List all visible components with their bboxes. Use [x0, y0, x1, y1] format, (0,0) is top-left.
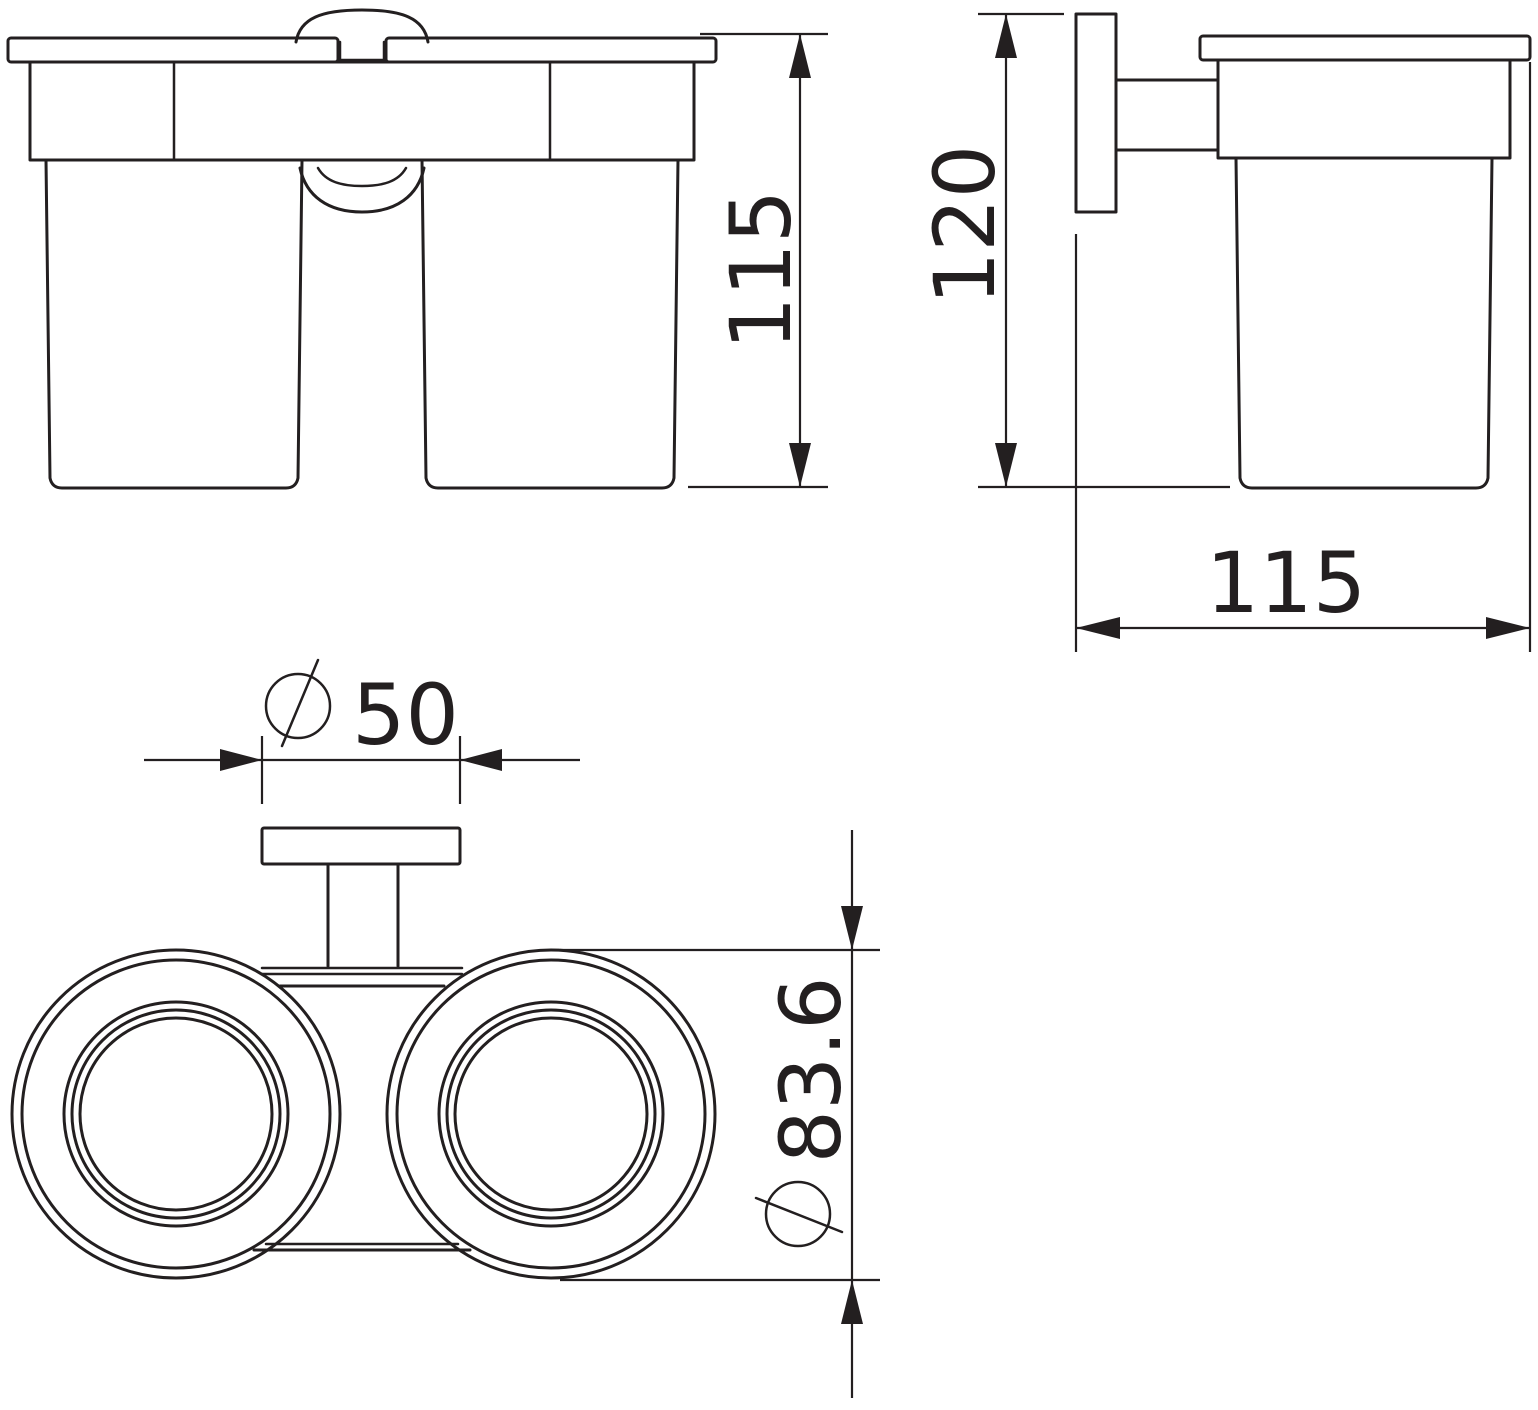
side-holder-band: [1216, 58, 1512, 160]
side-wall-plate: [1074, 12, 1118, 214]
top-diameter-label: 50: [352, 666, 459, 764]
top-dia83-arrow-bottom: [841, 1280, 863, 1324]
top-dia50-arrow-right: [460, 749, 502, 771]
side-cup: [1234, 156, 1494, 490]
side-dim-arrow-top: [995, 14, 1017, 58]
front-rosette-hub: [338, 40, 386, 62]
side-top-plate: [1198, 34, 1532, 62]
top-cup-diameter-label: 83.6: [762, 976, 860, 1163]
top-dia83-arrow-top: [841, 906, 863, 950]
top-view: 50: [10, 658, 880, 1398]
top-cup-left: [10, 948, 342, 1280]
front-dim-arrow-bottom: [789, 443, 811, 487]
front-cup-right: [420, 158, 680, 490]
front-cup-left: [44, 158, 304, 490]
diameter-symbol-icon-2: [754, 1180, 844, 1248]
side-height-label: 120: [916, 145, 1014, 305]
side-view: 120 115: [916, 12, 1532, 652]
top-dia50-arrow-left: [220, 749, 262, 771]
front-rosette-bottom: [298, 166, 426, 214]
side-dim-arrow-bottom: [995, 443, 1017, 487]
front-dim-arrow-top: [789, 34, 811, 78]
front-height-label: 115: [712, 190, 810, 350]
diameter-symbol-icon: [264, 658, 332, 748]
front-view: 115: [6, 8, 828, 490]
front-top-plate-left: [6, 36, 340, 64]
front-top-plate-right: [384, 36, 718, 64]
top-rosette: [260, 826, 462, 866]
front-rosette-inner: [316, 166, 408, 188]
side-depth-label: 115: [1206, 534, 1366, 632]
side-depth-arrow-right: [1486, 617, 1530, 639]
front-rosette-top: [294, 8, 430, 44]
front-holder-band: [28, 60, 696, 162]
side-depth-arrow-left: [1076, 617, 1120, 639]
top-cup-right: [385, 948, 717, 1280]
